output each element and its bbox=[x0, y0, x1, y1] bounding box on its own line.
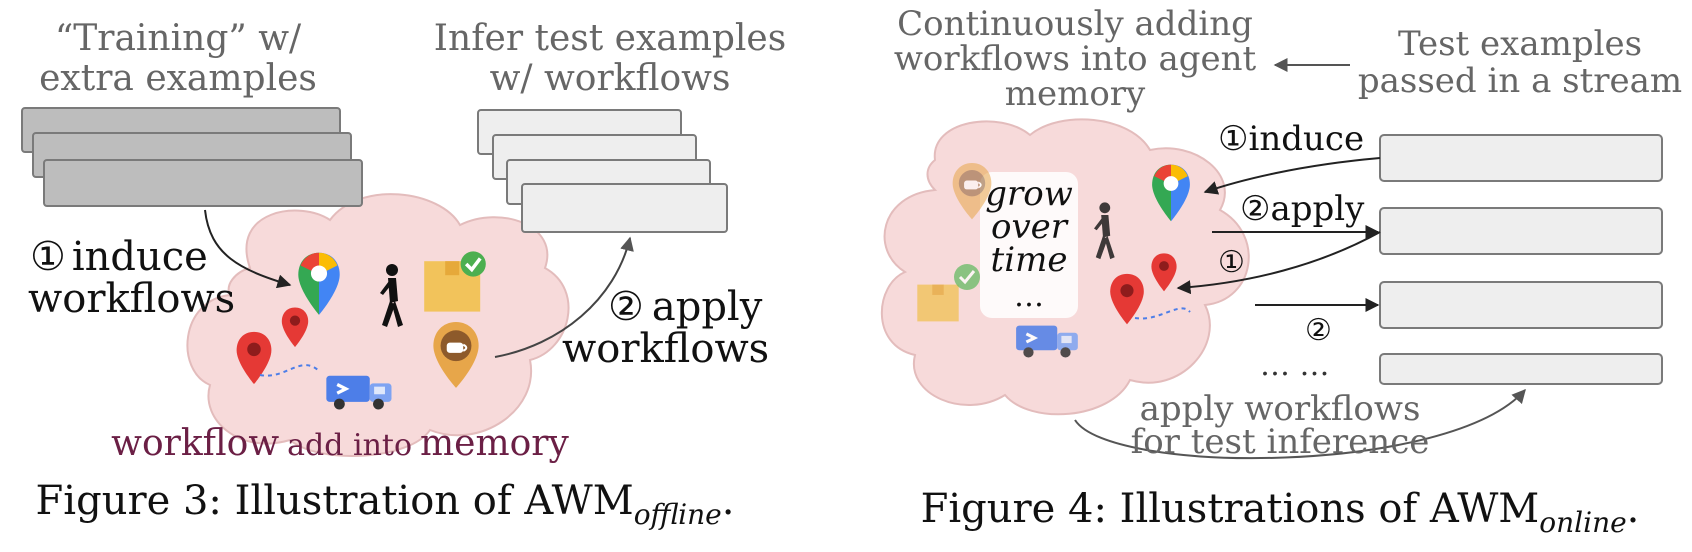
continuous-label-line1: Continuously adding bbox=[897, 4, 1253, 44]
stream-ellipsis: … … bbox=[1260, 348, 1330, 383]
induce-arrow bbox=[204, 209, 292, 289]
memory-caption-memory: memory bbox=[420, 423, 569, 464]
training-label-line1: “Training” w/ bbox=[55, 18, 302, 59]
grow-line2: over bbox=[991, 207, 1069, 247]
induce-marker-right: ① bbox=[1218, 245, 1245, 280]
apply-word: apply bbox=[652, 284, 763, 330]
stream-card bbox=[1379, 353, 1663, 385]
stream-stack bbox=[1379, 134, 1663, 385]
training-card bbox=[43, 159, 363, 207]
apply-arrow bbox=[494, 236, 634, 358]
grow-line1: grow bbox=[985, 174, 1073, 214]
figure3-caption-sub: offline bbox=[634, 498, 722, 531]
continuous-label-line3: memory bbox=[1005, 74, 1146, 114]
induce-marker: ① bbox=[30, 234, 66, 280]
route-path-icon bbox=[259, 364, 319, 377]
stream-card bbox=[1379, 207, 1663, 255]
continuous-label-line2: workflows into agent bbox=[894, 39, 1257, 79]
induce-label-right: ①induce bbox=[1218, 119, 1364, 159]
grow-line3: time bbox=[991, 240, 1068, 280]
figure3-caption: Figure 3: Illustration of AWMoffline. bbox=[36, 478, 735, 531]
figure3-caption-end: . bbox=[722, 478, 735, 524]
apply-marker: ② bbox=[608, 284, 644, 330]
induce-word: induce bbox=[72, 234, 208, 280]
stream-card bbox=[1379, 134, 1663, 182]
figure4-caption-end: . bbox=[1627, 486, 1640, 532]
induce-arrow-right bbox=[1203, 157, 1381, 195]
stream-label-line1: Test examples bbox=[1398, 24, 1642, 64]
figure4-caption-sub: online bbox=[1539, 506, 1626, 539]
memory-cloud-left bbox=[186, 193, 570, 457]
stream-label-line2: passed in a stream bbox=[1358, 61, 1682, 101]
infer-label-line1: Infer test examples bbox=[434, 18, 786, 59]
grow-ellipsis: … bbox=[1014, 279, 1044, 314]
check-icon bbox=[952, 262, 982, 292]
route-path-icon bbox=[1134, 307, 1191, 320]
stream-card bbox=[1379, 281, 1663, 329]
memory-caption-add-into: add into bbox=[287, 428, 412, 463]
package-icon bbox=[917, 284, 959, 322]
figure3-caption-main: Figure 3: Illustration of AWM bbox=[36, 478, 634, 524]
figure4-caption-main: Figure 4: Illustrations of AWM bbox=[921, 486, 1540, 532]
memory-caption-workflow: workflow bbox=[111, 423, 279, 464]
figure4-caption: Figure 4: Illustrations of AWMonline. bbox=[921, 486, 1640, 539]
infer-stack bbox=[477, 109, 728, 233]
apply-inference-line2: for test inference bbox=[1131, 422, 1430, 462]
apply-inference-arrow bbox=[1074, 388, 1526, 460]
infer-label-line2: w/ workflows bbox=[490, 58, 731, 99]
induce-label-line2: workflows bbox=[28, 276, 235, 322]
training-label-line2: extra examples bbox=[39, 58, 317, 99]
grow-over-time-panel bbox=[980, 172, 1078, 318]
apply-inference-line1: apply workflows bbox=[1140, 389, 1421, 429]
test-card bbox=[521, 183, 728, 233]
apply-label-right: ②apply bbox=[1240, 189, 1365, 229]
apply-label-line2: workflows bbox=[562, 326, 769, 372]
apply-marker-right: ② bbox=[1305, 313, 1332, 348]
induce-arrow-right-2 bbox=[1176, 231, 1381, 295]
training-stack bbox=[21, 107, 363, 207]
